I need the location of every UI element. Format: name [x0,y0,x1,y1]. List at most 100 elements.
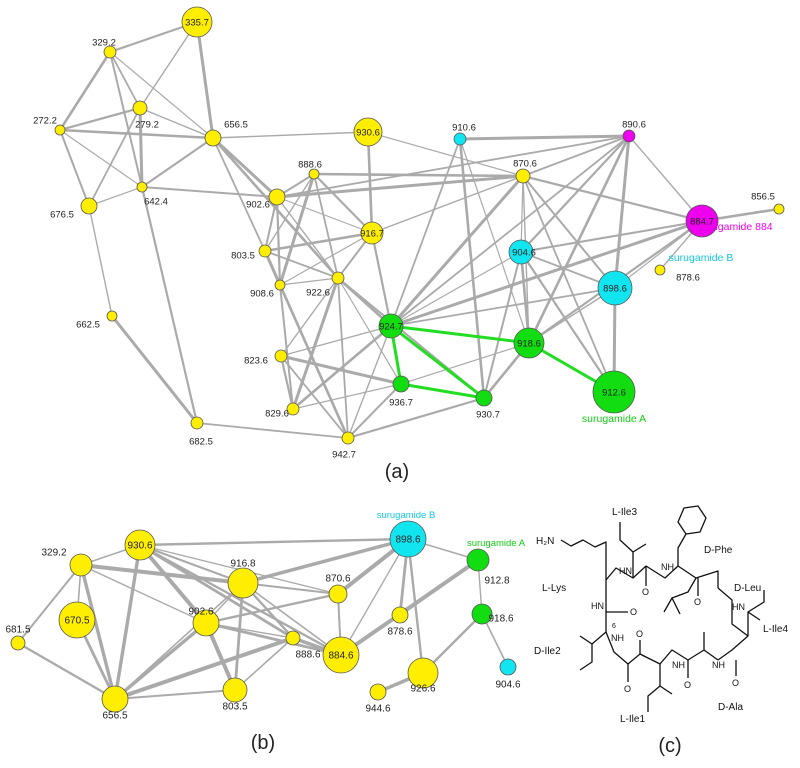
edge-922.6-823.6 [280,277,339,357]
label-h2n: H₂N [536,536,554,547]
panel-a-node-label-329.2: 329.2 [92,37,116,48]
panel-a-node-930.7 [475,389,493,407]
ile3-side-chain [619,522,634,578]
panel-a-node-916.7 [360,221,384,245]
label-o-6: O [624,684,631,694]
panel-a-node-902.6 [268,188,286,206]
edge-279.2-272.2 [58,106,142,132]
panel-a-node-label-912.6: 912.6 [602,387,626,398]
panel-a-node-label-272.2: 272.2 [33,115,57,126]
edge-662.5-682.5 [110,314,199,425]
panel-a-node-label-924.7: 924.7 [379,321,403,332]
panel-b-node-label-926.6: 926.6 [410,684,435,695]
panel-b-node-label-930.6: 930.6 [127,541,152,552]
edge-870.6-898.6 [522,175,616,289]
edge-904.6-912.6 [519,250,616,394]
panel-a-node-912.6 [592,370,636,414]
panel-a-node-label-662.5: 662.5 [76,319,100,330]
label-o-4: O [732,678,739,688]
panel-a-node-878.6 [654,264,666,276]
ile3-methyl [632,543,647,553]
edge-902.6-870.6 [204,592,340,625]
panel-a-node-898.6 [597,270,633,306]
edge-642.4-676.5 [88,186,143,207]
panel-b-node-label-944.6: 944.6 [365,704,390,715]
edge-916.8-870.6 [242,582,339,595]
label-o-5: O [684,680,691,690]
panel-b-node-916.8 [227,567,259,599]
ring-top [605,565,719,588]
panel-a-node-label-823.6: 823.6 [244,355,268,366]
edge-682.5-942.7 [196,422,349,439]
edge-329.2-279.2 [109,51,141,109]
edge-916.7-908.6 [279,232,373,286]
edge-918.6-936.7 [400,342,530,385]
edge-902.6-890.6 [276,135,630,198]
ile2-methyl [579,635,593,645]
panel-b-node-label-902.6: 902.6 [188,607,213,618]
panel-a-node-329.2 [103,45,117,59]
edge-642.4-682.5 [140,185,199,425]
panel-a-node-676.5 [80,197,98,215]
panel-a-node-890.6 [622,129,636,143]
panel-b-node-label-918.6: 918.6 [488,614,513,625]
edge-916.8-884.6 [242,582,342,656]
panel-a-node-884.7 [685,204,719,238]
panel-a-node-656.5 [204,129,222,147]
edge-922.6-936.7 [337,277,402,385]
edge-916.7-803.5 [263,231,374,253]
panel-b-node-label-803.5: 803.5 [222,702,247,713]
leu-methyl [671,597,681,615]
edge-656.5-930.6 [212,131,369,139]
edge-272.2-642.4 [59,129,143,188]
highlight-edge-924.7-930.7 [389,324,486,400]
panel-a-node-870.6 [515,168,531,184]
panel-b-node-label-656.5: 656.5 [102,711,127,722]
edge-272.2-656.5 [58,128,215,140]
panel-a-node-label-279.2: 279.2 [135,119,159,130]
panel-b-node-label-329.2: 329.2 [41,548,66,559]
panel-b-node-888.6 [285,630,301,646]
edge-908.6-829.6 [279,284,294,410]
panel-a-node-918.6 [513,327,545,359]
annotation-surugamide-884: surugamide 884 [697,221,772,233]
edge-329.2-656.5 [109,51,214,139]
panel-b-node-926.6 [407,657,439,689]
edge-656.5-902.6 [211,136,279,199]
panel-a-node-label-878.6: 878.6 [676,272,700,283]
ile1-side-chain [647,664,661,712]
panel-b-node-870.6 [328,584,348,604]
edge-888.6-922.6 [313,173,339,279]
label-llys: L-Lys [542,583,566,594]
panel-a-node-label-902.6: 902.6 [246,199,270,210]
panel-a-node-label-910.6: 910.6 [452,122,476,133]
ring-right [717,587,749,661]
panel-a-node-930.6 [353,117,383,147]
edge-930.6-916.8 [139,544,244,584]
label-o-2: O [694,597,701,607]
annotation-surugamide-b-b: surugamide B [377,510,436,521]
edge-681.5-656.5 [16,641,117,701]
panel-b-node-label-898.6: 898.6 [395,535,420,546]
edge-279.2-676.5 [88,107,141,207]
edge-823.6-829.6 [279,354,295,411]
label-hn-2: HN [591,601,604,611]
lys-side-chain [560,539,607,580]
edge-898.6-924.7 [390,287,616,327]
panel-b-node-944.6 [369,683,387,701]
panel-b-node-930.6 [124,529,156,561]
panel-b-node-656.5 [101,685,129,713]
panel-a-node-label-918.6: 918.6 [517,338,541,349]
panel-a-node-label-856.5: 856.5 [751,191,775,202]
panel-b-node-label-681.5: 681.5 [5,625,30,636]
label-dleu: D-Leu [734,583,761,594]
edge-902.6-922.6 [276,196,339,279]
panel-a-node-label-942.7: 942.7 [332,449,356,460]
edge-803.5-922.6 [264,250,339,279]
panel-a-node-662.5 [106,310,118,322]
edge-656.5-642.4 [140,136,215,189]
edge-279.2-656.5 [139,107,214,139]
panel-b-node-904.6 [499,658,517,676]
panel-a-node-label-335.7: 335.7 [185,17,209,28]
